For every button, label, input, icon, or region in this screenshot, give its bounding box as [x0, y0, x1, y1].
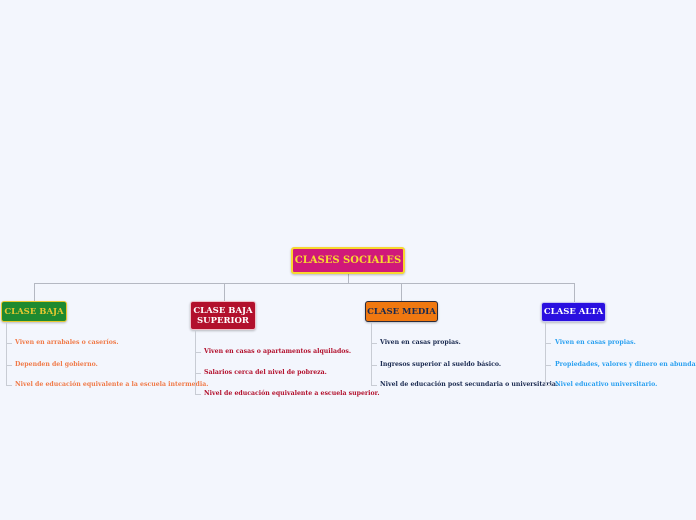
connector: [545, 365, 551, 366]
connector: [371, 385, 377, 386]
connector: [348, 274, 349, 283]
branch-label: CLASE BAJA SUPERIOR: [193, 305, 253, 326]
connector: [34, 283, 35, 301]
branch-node[interactable]: CLASE BAJA SUPERIOR: [190, 301, 256, 330]
leaf-item[interactable]: Viven en arrabales o caseríos.: [15, 339, 119, 346]
connector: [6, 343, 12, 344]
connector: [195, 373, 201, 374]
leaf-item[interactable]: Nivel educativo universitario.: [555, 381, 658, 388]
branch-node[interactable]: CLASE ALTA: [541, 302, 606, 322]
leaf-item[interactable]: Viven en casas propias.: [380, 339, 461, 346]
connector: [545, 322, 546, 385]
root-label: CLASES SOCIALES: [294, 254, 402, 266]
connector: [34, 283, 575, 284]
branch-node[interactable]: CLASE MEDIA: [365, 301, 438, 322]
connector: [195, 352, 201, 353]
connector: [371, 365, 377, 366]
branch-label: CLASE MEDIA: [367, 306, 436, 317]
leaf-item[interactable]: Ingresos superior al sueldo básico.: [380, 361, 502, 368]
leaf-item[interactable]: Salarios cerca del nivel de pobreza.: [204, 369, 327, 376]
leaf-item[interactable]: Nivel de educación equivalente a escuela…: [204, 390, 380, 397]
branch-label: CLASE ALTA: [543, 307, 604, 317]
leaf-item[interactable]: Viven en casas propias.: [555, 339, 636, 346]
branch-node[interactable]: CLASE BAJA: [1, 301, 67, 322]
leaf-item[interactable]: Propiedades, valores y dinero en abundan…: [555, 361, 696, 368]
leaf-item[interactable]: Dependen del gobierno.: [15, 361, 98, 368]
connector: [545, 343, 551, 344]
connector: [224, 283, 225, 301]
connector: [195, 394, 201, 395]
connector: [545, 385, 551, 386]
connector: [371, 322, 372, 385]
branch-label: CLASE BAJA: [4, 306, 64, 317]
connector: [195, 330, 196, 394]
leaf-item[interactable]: Nivel de educación post secundaria o uni…: [380, 381, 559, 388]
leaf-item[interactable]: Nivel de educación equivalente a la escu…: [15, 381, 209, 388]
connector: [6, 385, 12, 386]
connector: [401, 283, 402, 301]
connector: [6, 365, 12, 366]
connector: [371, 343, 377, 344]
leaf-item[interactable]: Viven en casas o apartamentos alquilados…: [204, 348, 352, 355]
root-node[interactable]: CLASES SOCIALES: [291, 247, 405, 274]
connector: [574, 283, 575, 302]
connector: [6, 322, 7, 385]
